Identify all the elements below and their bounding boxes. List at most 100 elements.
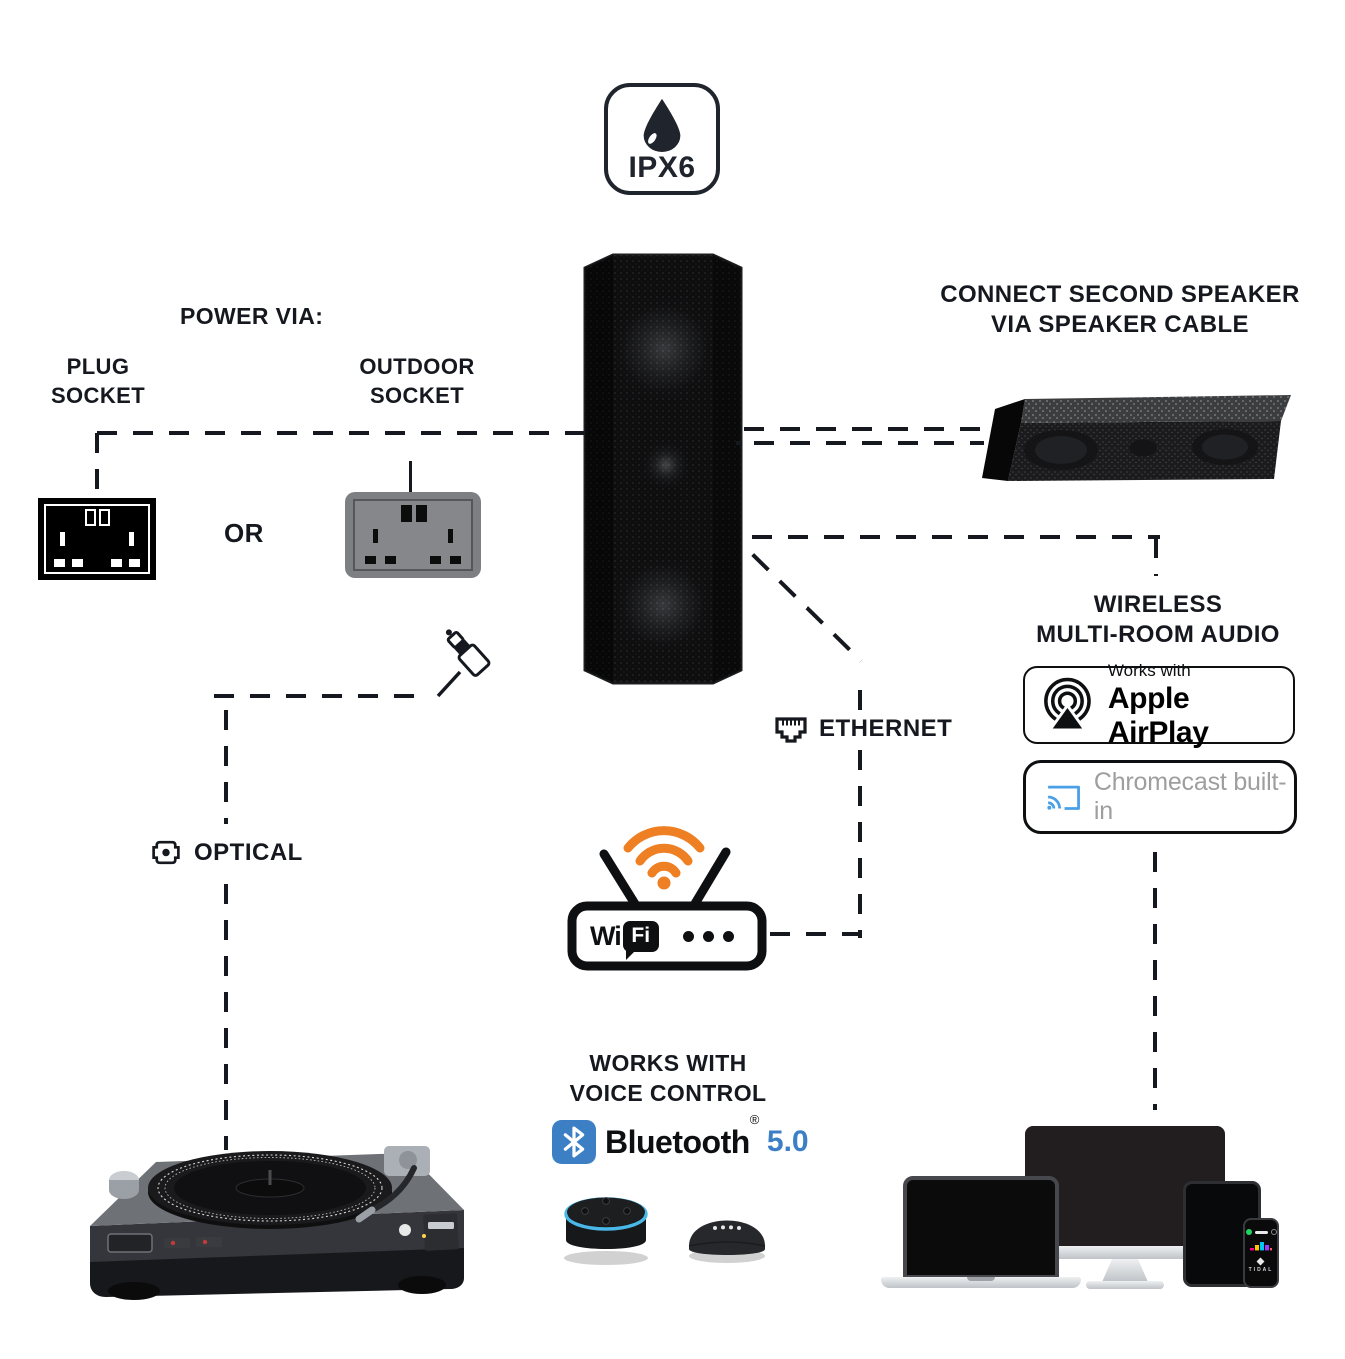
chromecast-text: Chromecast built-in (1093, 768, 1287, 825)
wireless-multiroom-title: WIRELESS MULTI-ROOM AUDIO (1005, 590, 1311, 650)
laptop-screen (903, 1176, 1059, 1279)
speaker-cable-line-top (744, 427, 984, 431)
connect-second-speaker-title: CONNECT SECOND SPEAKER VIA SPEAKER CABLE (925, 280, 1315, 340)
wifi-wordmark-wi: Wi (590, 920, 622, 951)
deezer-logo (1250, 1242, 1272, 1251)
plug-socket-label: PLUG SOCKET (28, 352, 168, 410)
connect-title-line2: VIA SPEAKER CABLE (991, 311, 1249, 338)
wifi-fi-text: Fi (631, 924, 651, 947)
smartphone: TIDAL (1243, 1218, 1279, 1288)
registered-mark: ® (749, 1111, 760, 1127)
wireless-line-horizontal (752, 535, 1160, 539)
socket-pin (430, 556, 441, 564)
amazon-echo-dot (564, 1197, 648, 1265)
outdoor-socket (345, 492, 481, 578)
voice-title-line1: WORKS WITH (589, 1050, 747, 1076)
bluetooth-row: Bluetooth® 5.0 (552, 1112, 809, 1164)
optical-label: OPTICAL (194, 838, 303, 866)
bluetooth-wordmark: Bluetooth® (605, 1112, 759, 1161)
socket-switch (85, 509, 96, 526)
socket-pin (365, 556, 376, 564)
router-label: Wi Fi (572, 906, 762, 966)
voice-control-title: WORKS WITH VOICE CONTROL (528, 1048, 808, 1108)
airplay-icon (1044, 677, 1091, 731)
tidal-wordmark: TIDAL (1248, 1267, 1274, 1273)
connect-title-line1: CONNECT SECOND SPEAKER (940, 281, 1300, 308)
socket-pin-slot (448, 529, 453, 543)
ethernet-line-vertical-lower (858, 750, 862, 938)
airplay-badge-text: Works with Apple AirPlay (1108, 661, 1293, 750)
laptop-notch (967, 1277, 995, 1281)
wifi-router-graphic (567, 826, 767, 971)
wifi-signal-icon (623, 826, 705, 878)
socket-pin-slot (373, 529, 378, 543)
ethernet-label-group: ETHERNET (773, 712, 952, 746)
voice-title-line2: VOICE CONTROL (569, 1080, 767, 1106)
bluetooth-version: 5.0 (766, 1125, 809, 1158)
ethernet-line-to-router (770, 932, 862, 936)
works-with-text: Works with (1107, 660, 1191, 680)
tidal-logo: TIDAL (1248, 1257, 1274, 1273)
chromecast-badge: Chromecast built-in (1023, 760, 1297, 834)
laptop-base (881, 1277, 1081, 1288)
optical-line-vertical-lower (224, 884, 228, 1150)
optical-cable-icon (436, 629, 491, 698)
optical-port-icon (152, 840, 180, 865)
turntable-pitch-fader (423, 1213, 459, 1251)
power-line-plug-drop (95, 433, 99, 497)
power-line-outdoor-stem (409, 461, 412, 492)
socket-pin-slot (129, 532, 134, 546)
second-speaker (982, 395, 1291, 481)
socket-switch (401, 505, 412, 522)
socket-pin (450, 556, 461, 564)
optical-line-vertical-upper (224, 710, 228, 824)
router-indicator-dots (682, 930, 734, 942)
wireless-title-line2: MULTI-ROOM AUDIO (1036, 621, 1280, 648)
plug-socket-label-line1: PLUG (66, 354, 130, 379)
wifi-wordmark-fi: Fi (622, 920, 659, 960)
ethernet-line-diagonal (751, 553, 863, 663)
optical-label-group: OPTICAL (148, 836, 303, 869)
power-line-horizontal (97, 431, 585, 435)
water-drop-icon (643, 98, 681, 153)
wireless-line-corner (1154, 538, 1158, 576)
bluetooth-icon (552, 1120, 596, 1164)
chromecast-to-devices-line (1153, 852, 1157, 1110)
ethernet-line-vertical-upper (858, 690, 862, 712)
socket-switch (99, 509, 110, 526)
ipx6-label: IPX6 (628, 151, 696, 184)
monitor-stand-base (1086, 1281, 1164, 1289)
outdoor-socket-label-line2: SOCKET (369, 383, 465, 408)
turntable (90, 1146, 464, 1300)
outdoor-socket-frame (353, 499, 473, 571)
outdoor-socket-label-line1: OUTDOOR (359, 354, 475, 379)
airplay-badge: Works with Apple AirPlay (1023, 661, 1295, 749)
plug-socket-frame (44, 504, 150, 574)
or-label: OR (224, 518, 264, 548)
ethernet-port-icon (775, 717, 807, 743)
spotify-logo (1245, 1229, 1277, 1235)
turntable-tonearm (369, 1165, 417, 1213)
monitor-chin (1025, 1246, 1225, 1259)
wireless-title-line1: WIRELESS (1093, 591, 1223, 618)
socket-switch (416, 505, 427, 522)
socket-pin (385, 556, 396, 564)
optical-line-horizontal (214, 694, 428, 698)
apple-airplay-text: Apple AirPlay (1107, 681, 1209, 749)
google-home-dots (713, 1225, 741, 1230)
ethernet-label: ETHERNET (819, 715, 953, 742)
speaker-cable-line-bottom (736, 441, 984, 445)
plug-socket-label-line2: SOCKET (50, 383, 146, 408)
wifi-router: Wi Fi (558, 804, 773, 972)
socket-pin (111, 559, 122, 567)
plug-socket (38, 498, 156, 580)
cast-icon (1047, 785, 1080, 810)
turntable-start-button (107, 1233, 153, 1253)
wifi-signal-dot (657, 876, 671, 890)
power-via-title: POWER VIA: (180, 303, 324, 329)
main-speaker (583, 253, 743, 685)
socket-pin (129, 559, 140, 567)
bluetooth-word-text: Bluetooth (605, 1123, 750, 1160)
socket-pin-slot (60, 532, 65, 546)
